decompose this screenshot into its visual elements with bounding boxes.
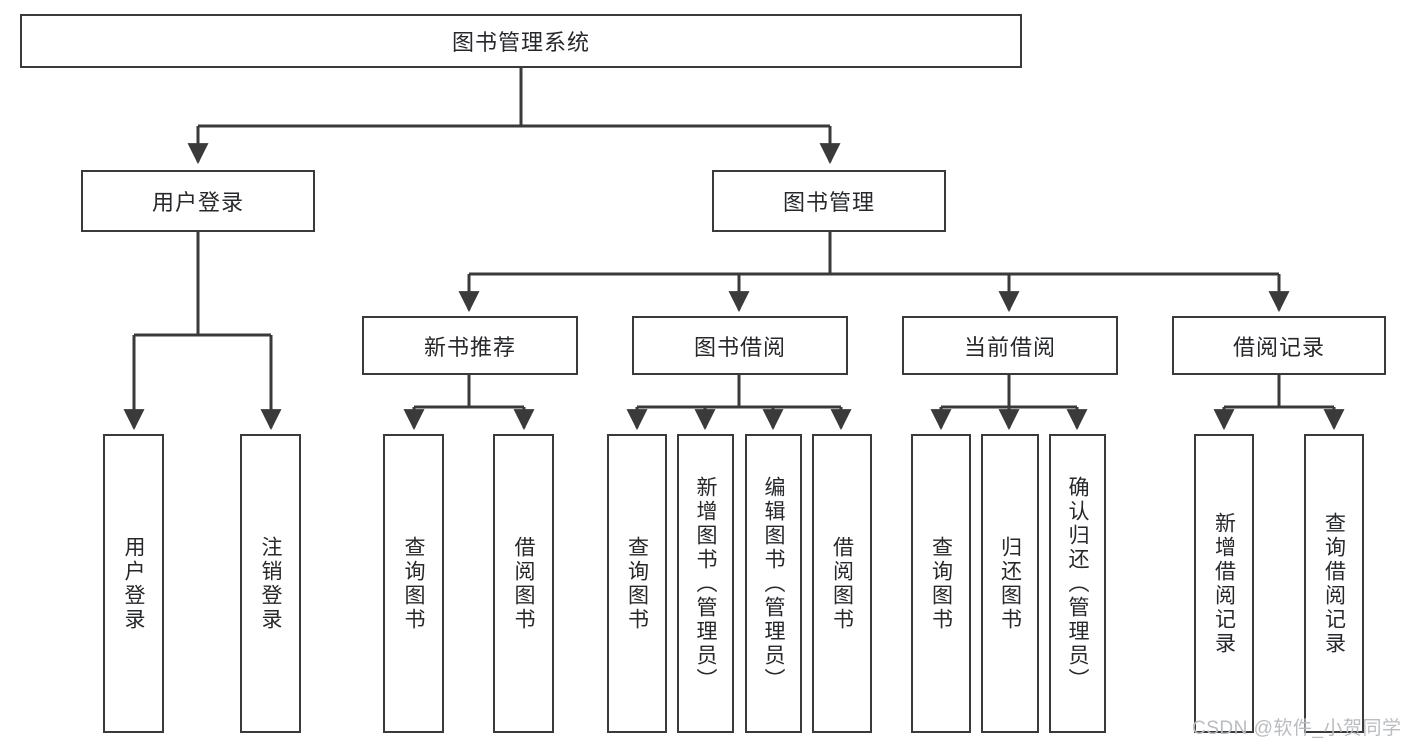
- node-label: 用户登录: [151, 190, 244, 215]
- node-borrow-record[interactable]: 借阅记录: [1172, 316, 1386, 375]
- node-root-system[interactable]: 图书管理系统: [20, 14, 1022, 68]
- leaf-user-login-signout[interactable]: 注销登录: [240, 434, 301, 733]
- leaf-current-query-book[interactable]: 查询图书: [911, 434, 971, 733]
- node-book-borrow[interactable]: 图书借阅: [632, 316, 848, 375]
- node-label: 当前借阅: [963, 334, 1056, 360]
- node-label: 新书推荐: [423, 334, 516, 360]
- leaf-borrow-borrow-book[interactable]: 借阅图书: [812, 434, 872, 733]
- node-label: 归还图书: [998, 535, 1022, 632]
- node-user-login[interactable]: 用户登录: [81, 170, 315, 232]
- leaf-record-add-record[interactable]: 新增借阅记录: [1194, 434, 1254, 733]
- leaf-user-login-signin[interactable]: 用户登录: [103, 434, 164, 733]
- node-book-management[interactable]: 图书管理: [712, 170, 946, 232]
- node-label: 查询图书: [929, 535, 953, 632]
- node-label: 新增图书（管理员）: [694, 475, 717, 692]
- leaf-borrow-add-book-admin[interactable]: 新增图书（管理员）: [677, 434, 734, 733]
- node-label: 查询借阅记录: [1322, 511, 1346, 656]
- leaf-borrow-query-book[interactable]: 查询图书: [607, 434, 667, 733]
- node-label: 借阅图书: [830, 535, 854, 632]
- node-current-borrow[interactable]: 当前借阅: [902, 316, 1118, 375]
- node-label: 注销登录: [259, 535, 282, 632]
- node-label: 借阅图书: [512, 535, 535, 632]
- leaf-recommend-borrow-book[interactable]: 借阅图书: [493, 434, 554, 733]
- node-label: 查询图书: [402, 535, 425, 632]
- node-label: 图书借阅: [693, 334, 786, 360]
- node-label: 确认归还（管理员）: [1066, 475, 1089, 692]
- node-label: 新增借阅记录: [1212, 511, 1236, 656]
- node-label: 图书管理系统: [451, 30, 590, 55]
- node-label: 图书管理: [782, 190, 875, 215]
- leaf-current-confirm-return-admin[interactable]: 确认归还（管理员）: [1049, 434, 1106, 733]
- leaf-recommend-query-book[interactable]: 查询图书: [383, 434, 444, 733]
- leaf-current-return-book[interactable]: 归还图书: [981, 434, 1039, 733]
- node-label: 用户登录: [122, 535, 145, 632]
- leaf-borrow-edit-book-admin[interactable]: 编辑图书（管理员）: [745, 434, 802, 733]
- node-label: 查询图书: [625, 535, 649, 632]
- node-new-book-recommend[interactable]: 新书推荐: [362, 316, 578, 375]
- csdn-watermark: CSDN @软件_小贺同学: [1192, 718, 1402, 739]
- node-label: 借阅记录: [1232, 334, 1325, 360]
- node-label: 编辑图书（管理员）: [762, 475, 785, 692]
- leaf-record-query-record[interactable]: 查询借阅记录: [1304, 434, 1364, 733]
